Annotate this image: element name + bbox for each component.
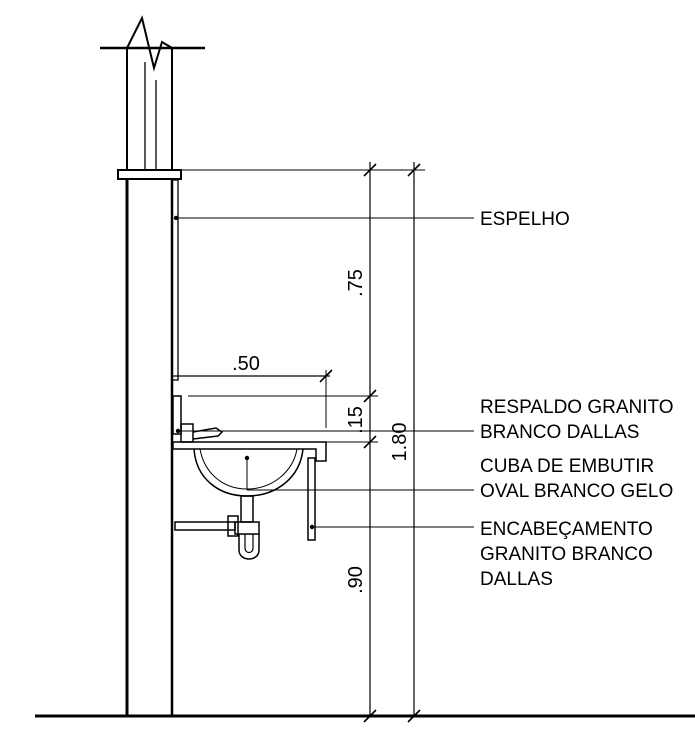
drain-siphon [174,495,260,560]
label-respaldo-line1: RESPALDO GRANITO [480,397,674,418]
extension-lines [181,169,425,443]
label-encabecamento-line2: GRANITO BRANCO [480,544,653,565]
label-encabecamento-line3: DALLAS [480,569,553,590]
label-respaldo-line2: BRANCO DALLAS [480,422,639,443]
dimension-overall [407,162,421,723]
label-cuba-line2: OVAL BRANCO GELO [480,481,673,502]
dim-height-090: .90 [345,566,367,594]
dim-height-180: 1.80 [389,423,411,462]
dimension-horizontal [172,369,333,383]
faucet [180,423,224,443]
granite-backsplash [172,395,182,435]
dimension-chain-inner [363,162,377,723]
granite-front-skirt [307,457,316,541]
label-espelho: ESPELHO [480,209,570,230]
label-encabecamento-line1: ENCABEÇAMENTO [480,519,653,540]
label-cuba-line1: CUBA DE EMBUTIR [480,456,654,477]
leader-lines [173,215,474,530]
dim-height-075: .75 [345,269,367,297]
dim-height-015: .15 [345,406,367,434]
wall-break-mark [100,15,205,170]
dim-width-050: .50 [232,353,260,375]
mirror-panel [171,179,179,381]
